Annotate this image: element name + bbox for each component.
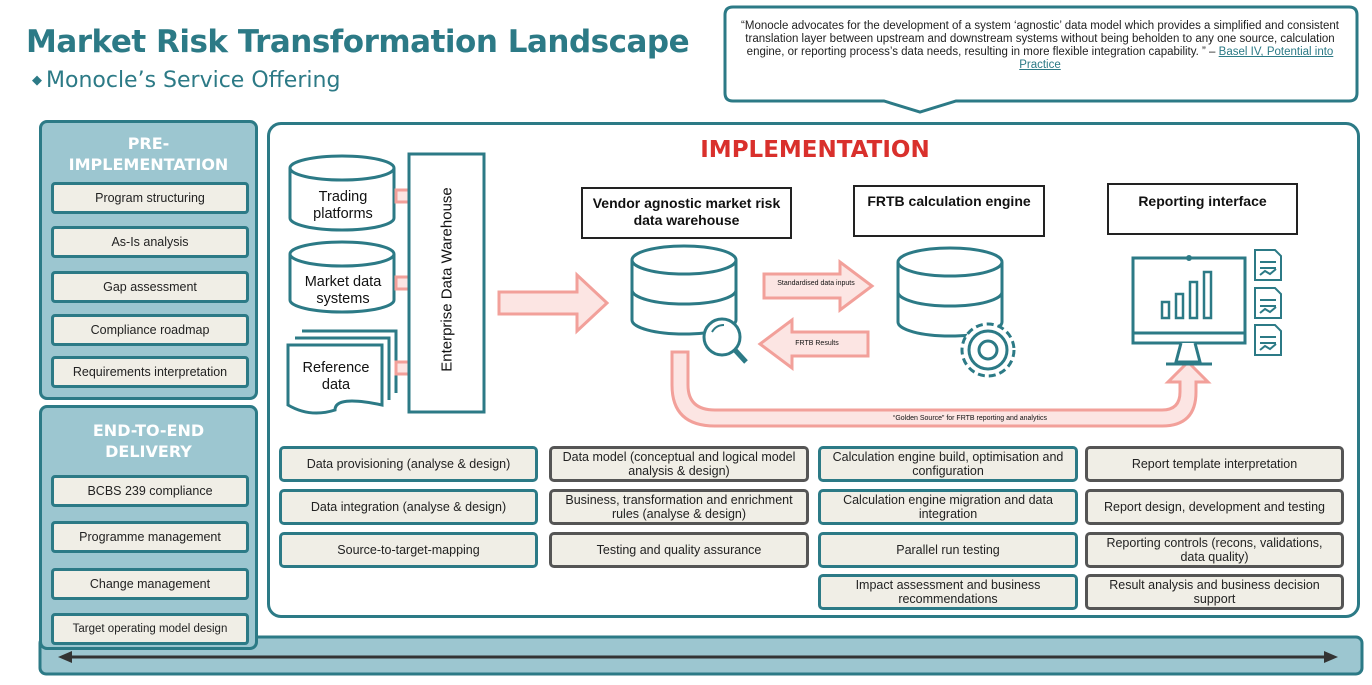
subtitle-text: Monocle’s Service Offering bbox=[46, 68, 341, 93]
bar-chart-icon bbox=[1160, 270, 1213, 320]
diamond-bullet-icon: ◆ bbox=[32, 73, 42, 88]
service-data-provisioning: Data provisioning (analyse & design) bbox=[279, 446, 538, 482]
service-reporting-controls: Reporting controls (recons, validations,… bbox=[1085, 532, 1344, 568]
side-item-compliance-roadmap: Compliance roadmap bbox=[51, 314, 249, 346]
side-item-bcbs239: BCBS 239 compliance bbox=[51, 475, 249, 507]
warehouse-database-icon bbox=[630, 244, 738, 336]
service-calc-engine-build: Calculation engine build, optimisation a… bbox=[818, 446, 1078, 482]
magnifier-icon bbox=[702, 317, 748, 364]
quote-bubble bbox=[723, 5, 1359, 114]
market-data-cylinder bbox=[288, 240, 396, 314]
service-data-model: Data model (conceptual and logical model… bbox=[549, 446, 809, 482]
side-item-gap-assessment: Gap assessment bbox=[51, 271, 249, 303]
end-to-end-panel: END-TO-END DELIVERY BCBS 239 compliance … bbox=[39, 405, 258, 650]
timeline-arrow-left bbox=[58, 651, 72, 663]
end-to-end-heading: END-TO-END DELIVERY bbox=[92, 421, 205, 461]
quote-link[interactable]: Basel IV, Potential into Practice bbox=[1019, 46, 1334, 71]
edw-to-warehouse-arrow bbox=[497, 271, 610, 335]
service-report-template: Report template interpretation bbox=[1085, 446, 1344, 482]
frtb-results-arrow bbox=[757, 317, 870, 371]
service-business-rules: Business, transformation and enrichment … bbox=[549, 489, 809, 525]
source-market-data: Market data systems bbox=[304, 274, 382, 307]
service-data-integration: Data integration (analyse & design) bbox=[279, 489, 538, 525]
service-calc-engine-migration: Calculation engine migration and data in… bbox=[818, 489, 1078, 525]
side-item-as-is-analysis: As-Is analysis bbox=[51, 226, 249, 258]
timeline-arrow-right bbox=[1324, 651, 1338, 663]
quote-text: “Monocle advocates for the development o… bbox=[740, 20, 1340, 72]
side-item-requirements-interpretation: Requirements interpretation bbox=[51, 356, 249, 388]
edw-label: Enterprise Data Warehouse bbox=[438, 187, 456, 372]
side-item-programme-management: Programme management bbox=[51, 521, 249, 553]
pre-implementation-panel: PRE-IMPLEMENTATION Program structuring A… bbox=[39, 120, 258, 400]
standardised-inputs-arrow bbox=[762, 259, 875, 313]
source-reference-data: Reference data bbox=[302, 360, 370, 393]
service-report-design: Report design, development and testing bbox=[1085, 489, 1344, 525]
page-subtitle: ◆ Monocle’s Service Offering bbox=[32, 68, 340, 93]
service-testing-qa: Testing and quality assurance bbox=[549, 532, 809, 568]
frtb-results-label: FRTB Results bbox=[795, 340, 839, 347]
reference-data-document-icon bbox=[286, 329, 398, 415]
standardised-inputs-label: Standardised data inputs bbox=[777, 280, 855, 287]
implementation-heading: IMPLEMENTATION bbox=[700, 137, 930, 163]
trading-platforms-cylinder bbox=[288, 154, 396, 232]
service-parallel-run: Parallel run testing bbox=[818, 532, 1078, 568]
pre-implementation-heading: PRE-IMPLEMENTATION bbox=[68, 134, 229, 174]
source-trading-platforms: Trading platforms bbox=[313, 189, 373, 222]
gear-icon bbox=[960, 322, 1016, 378]
service-source-to-target: Source-to-target-mapping bbox=[279, 532, 538, 568]
page-title: Market Risk Transformation Landscape bbox=[26, 24, 690, 60]
engine-database-icon bbox=[896, 246, 1004, 338]
edw-box bbox=[407, 152, 486, 414]
golden-source-arrow bbox=[670, 350, 1212, 428]
reporting-title: Reporting interface bbox=[1107, 183, 1298, 235]
engine-title: FRTB calculation engine bbox=[853, 185, 1045, 237]
quote-body: “Monocle advocates for the development o… bbox=[741, 20, 1339, 58]
service-result-analysis: Result analysis and business decision su… bbox=[1085, 574, 1344, 610]
side-item-change-management: Change management bbox=[51, 568, 249, 600]
golden-source-label: “Golden Source” for FRTB reporting and a… bbox=[893, 415, 1047, 422]
warehouse-title: Vendor agnostic market risk data warehou… bbox=[581, 187, 792, 239]
side-item-target-operating-model: Target operating model design bbox=[51, 613, 249, 645]
side-item-program-structuring: Program structuring bbox=[51, 182, 249, 214]
service-impact-assessment: Impact assessment and business recommend… bbox=[818, 574, 1078, 610]
report-documents-icon bbox=[1254, 249, 1282, 356]
